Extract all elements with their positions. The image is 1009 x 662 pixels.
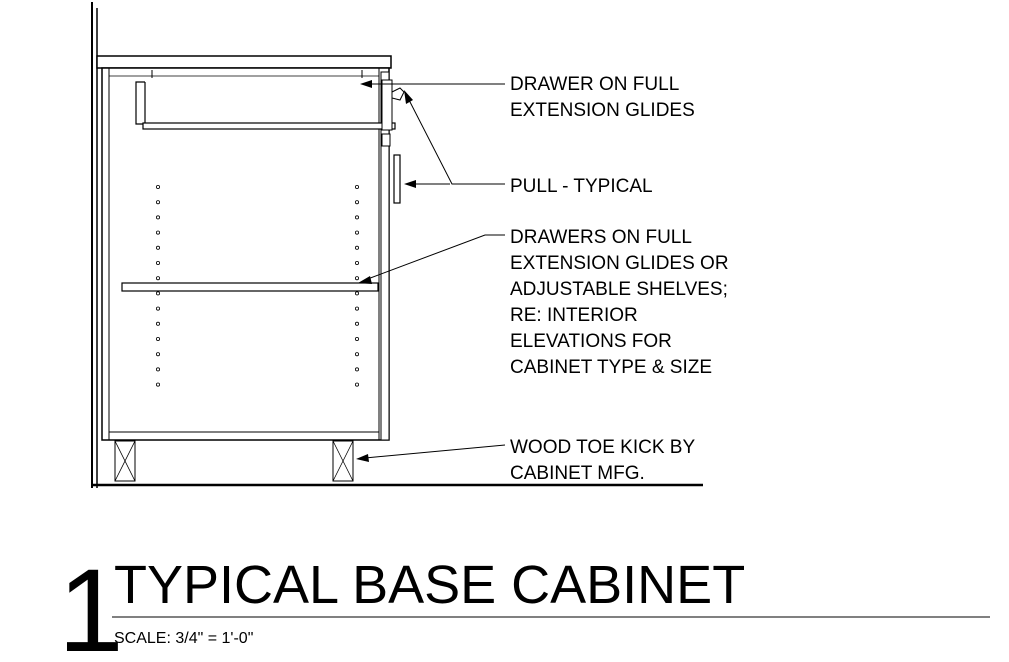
shelf-pin-hole: [155, 382, 160, 387]
shelf-pin-hole: [155, 352, 160, 357]
note-line: PULL - TYPICAL: [510, 176, 653, 197]
toe-kick: [114, 440, 354, 482]
note-line: DRAWER ON FULL: [510, 74, 679, 95]
shelf-pin-hole: [354, 336, 359, 341]
note-line: RE: INTERIOR: [510, 305, 638, 326]
wall: [91, 2, 98, 488]
shelf-pin-hole: [155, 276, 160, 281]
shelf-pin-hole: [155, 306, 160, 311]
drawing-title-block: 1 TYPICAL BASE CABINET SCALE: 3/4" = 1'-…: [58, 545, 990, 662]
shelf-pin-hole: [354, 291, 359, 296]
leader-lines: [356, 80, 506, 462]
note-pull: PULL - TYPICAL: [510, 176, 653, 197]
shelf-pin-hole: [354, 382, 359, 387]
shelf-pin-hole: [155, 184, 160, 189]
shelf-pin-hole: [155, 245, 160, 250]
shelf-pin-hole: [155, 336, 160, 341]
shelf-pin-hole: [354, 184, 359, 189]
drawer: [135, 70, 405, 147]
adjustable-shelf: [121, 282, 379, 292]
note-line: ADJUSTABLE SHELVES;: [510, 279, 728, 300]
drawing-title: TYPICAL BASE CABINET: [114, 555, 745, 615]
shelf-pin-hole: [354, 260, 359, 265]
shelf-pin-hole: [354, 200, 359, 205]
shelf-pin-hole: [354, 245, 359, 250]
shelf-pin-hole: [354, 276, 359, 281]
drawing-scale: SCALE: 3/4" = 1'-0": [114, 630, 253, 647]
shelf-pin-hole: [354, 230, 359, 235]
note-line: EXTENSION GLIDES OR: [510, 253, 729, 274]
countertop: [96, 55, 392, 69]
shelf-pin-hole: [155, 291, 160, 296]
shelf-pin-hole: [354, 215, 359, 220]
detail-number: 1: [58, 545, 124, 662]
shelf-pin-hole: [155, 230, 160, 235]
shelf-pin-hole: [155, 200, 160, 205]
note-line: WOOD TOE KICK BY: [510, 437, 695, 458]
shelf-pin-hole: [354, 306, 359, 311]
shelf-pin-hole: [354, 367, 359, 372]
door-pull: [393, 154, 401, 204]
note-line: CABINET TYPE & SIZE: [510, 357, 712, 378]
note-line: ELEVATIONS FOR: [510, 331, 672, 352]
shelf-pin-hole: [354, 352, 359, 357]
note-line: DRAWERS ON FULL: [510, 227, 692, 248]
note-toe-kick: WOOD TOE KICK BY CABINET MFG.: [510, 437, 695, 484]
note-interior: DRAWERS ON FULL EXTENSION GLIDES OR ADJU…: [510, 227, 729, 378]
shelf-pin-hole: [155, 215, 160, 220]
shelf-pin-hole: [155, 260, 160, 265]
shelf-pin-hole: [155, 321, 160, 326]
shelf-pin-hole: [354, 321, 359, 326]
shelf-pin-holes: [155, 184, 359, 387]
note-drawer-glides: DRAWER ON FULL EXTENSION GLIDES: [510, 74, 695, 121]
shelf-pin-hole: [155, 367, 160, 372]
cabinet-box: [101, 67, 390, 441]
note-line: CABINET MFG.: [510, 463, 645, 484]
note-line: EXTENSION GLIDES: [510, 100, 695, 121]
